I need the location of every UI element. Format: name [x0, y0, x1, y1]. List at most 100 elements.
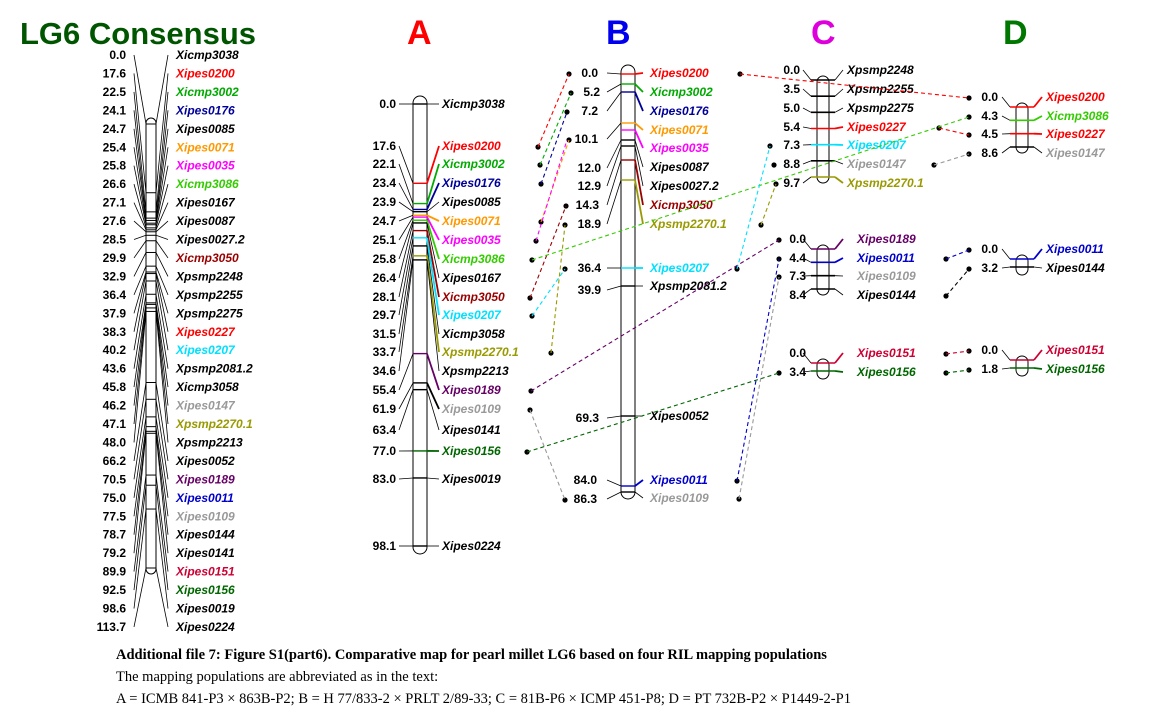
pop-a-position-label: 34.6 — [373, 364, 397, 378]
pop-b-left-fan-line — [606, 491, 622, 500]
consensus-right-fan-line — [155, 184, 169, 228]
pop-d-marker-label: Xipes0144 — [1045, 261, 1105, 275]
consensus-left-fan-line — [133, 302, 147, 388]
pop-d-left-fan-line — [1001, 248, 1011, 260]
pop-c-position-label: 0.0 — [783, 63, 800, 77]
pop-b-marker-label: Xipes0176 — [649, 104, 709, 118]
pop-a-left-fan-line — [398, 259, 414, 372]
pop-c-position-label: 3.5 — [783, 82, 800, 96]
pop-d-marker-label: Xipes0156 — [1045, 362, 1105, 376]
pop-a-right-fan-line — [426, 201, 440, 212]
pop-a-left-fan-line — [398, 163, 414, 204]
pop-a-right-fan-line — [426, 237, 440, 316]
consensus-marker-label: Xicmp3058 — [175, 380, 239, 394]
comparative-connector — [945, 369, 970, 374]
pop-b-right-fan-line — [634, 479, 644, 487]
pop-b-position-label: 5.2 — [583, 85, 600, 99]
pop-a-left-fan-line — [398, 389, 414, 431]
pop-a-marker-label: Xipes0224 — [441, 539, 501, 553]
pop-d-position-label: 3.2 — [981, 261, 998, 275]
pop-a-left-fan-line — [398, 201, 414, 213]
pop-a-marker-label: Xipes0167 — [441, 271, 502, 285]
population-label-a: A — [407, 14, 432, 52]
pop-a-position-label: 98.1 — [373, 539, 397, 553]
consensus-position-label: 78.7 — [103, 528, 127, 542]
consensus-position-label: 29.9 — [103, 251, 127, 265]
comparative-connector — [739, 73, 970, 99]
consensus-position-label: 17.6 — [103, 66, 127, 80]
pop-a-left-fan-line — [398, 237, 414, 316]
pop-a-position-label: 61.9 — [373, 402, 397, 416]
pop-c-left-fan-line — [802, 370, 812, 373]
pop-a-right-fan-line — [426, 219, 440, 260]
comparative-connector — [738, 276, 780, 500]
consensus-left-fan-line — [133, 110, 147, 219]
pop-a-marker-label: Xpsmp2270.1 — [441, 345, 519, 359]
pop-b-position-label: 7.2 — [581, 104, 598, 118]
pop-b-left-fan-line — [606, 139, 622, 169]
pop-c-position-label: 4.4 — [789, 251, 806, 265]
pop-b-position-label: 10.1 — [575, 132, 599, 146]
pop-d-right-fan-line — [1033, 367, 1043, 370]
consensus-right-fan-line — [155, 202, 169, 230]
consensus-position-label: 92.5 — [103, 583, 127, 597]
consensus-marker-label: Xipes0156 — [175, 583, 235, 597]
pop-b-marker-label: Xipes0109 — [649, 491, 709, 505]
pop-a-right-fan-line — [426, 245, 440, 335]
pop-c-left-anchor-dot — [771, 162, 777, 168]
pop-b-left-fan-line — [606, 285, 622, 291]
consensus-right-fan-line — [155, 73, 169, 193]
pop-a-left-fan-line — [398, 477, 414, 480]
pop-d-left-fan-line — [1001, 266, 1011, 269]
pop-b-right-fan-line — [634, 72, 644, 75]
pop-a-right-fan-line — [426, 163, 440, 204]
pop-a-position-label: 28.1 — [373, 290, 397, 304]
pop-a-marker-label: Xipes0189 — [441, 383, 501, 397]
consensus-marker-label: Xipes0151 — [175, 565, 235, 579]
pop-c-left-fan-line — [802, 88, 812, 97]
pop-c-position-label: 5.4 — [783, 120, 800, 134]
consensus-marker-label: Xipes0207 — [175, 343, 236, 357]
consensus-marker-label: Xipes0052 — [175, 454, 235, 468]
consensus-right-fan-line — [155, 382, 169, 461]
consensus-position-label: 37.9 — [103, 306, 127, 320]
comparative-connector — [550, 224, 566, 354]
pop-a-left-fan-line — [398, 222, 414, 279]
pop-d-marker-label: Xipes0151 — [1045, 343, 1105, 357]
population-label-b: B — [606, 14, 631, 52]
consensus-marker-label: Xpsmp2081.2 — [175, 362, 253, 376]
consensus-marker-label: Xipes0144 — [175, 528, 235, 542]
pop-c-right-fan-line — [834, 176, 844, 184]
consensus-right-fan-line — [155, 475, 169, 572]
comparative-connector — [945, 249, 970, 260]
pop-a-left-fan-line — [398, 382, 414, 410]
pop-a-left-fan-line — [398, 214, 414, 222]
pop-c-position-label: 8.4 — [789, 288, 806, 302]
consensus-right-fan-line — [155, 485, 169, 591]
consensus-right-fan-line — [155, 165, 169, 225]
consensus-left-fan-line — [133, 265, 147, 296]
consensus-position-label: 27.6 — [103, 214, 127, 228]
consensus-marker-label: Xipes0147 — [175, 399, 236, 413]
pop-a-marker-label: Xpsmp2213 — [441, 364, 509, 378]
pop-b-right-fan-line — [634, 159, 644, 206]
caption-line-2: The mapping populations are abbreviated … — [116, 669, 439, 685]
pop-a-right-fan-line — [426, 216, 440, 241]
pop-c-left-fan-line — [802, 69, 812, 81]
consensus-left-fan-line — [133, 433, 147, 554]
pop-b-position-label: 86.3 — [574, 492, 598, 506]
consensus-position-label: 24.1 — [103, 103, 127, 117]
pop-a-marker-label: Xicmp3086 — [441, 252, 505, 266]
consensus-position-label: 27.1 — [103, 196, 127, 210]
consensus-marker-label: Xipes0011 — [175, 491, 234, 505]
pop-d-marker-label: Xicmp3086 — [1045, 109, 1109, 123]
consensus-left-fan-line — [133, 294, 147, 369]
pop-b-left-fan-line — [606, 122, 622, 140]
consensus-marker-label: Xpsmp2270.1 — [175, 417, 253, 431]
consensus-marker-label: Xipes0227 — [175, 325, 236, 339]
pop-a-position-label: 22.1 — [373, 157, 397, 171]
pop-c-right-fan-line — [834, 107, 844, 113]
pop-b-marker-label: Xpsmp2270.1 — [649, 217, 727, 231]
consensus-right-fan-line — [155, 294, 169, 369]
